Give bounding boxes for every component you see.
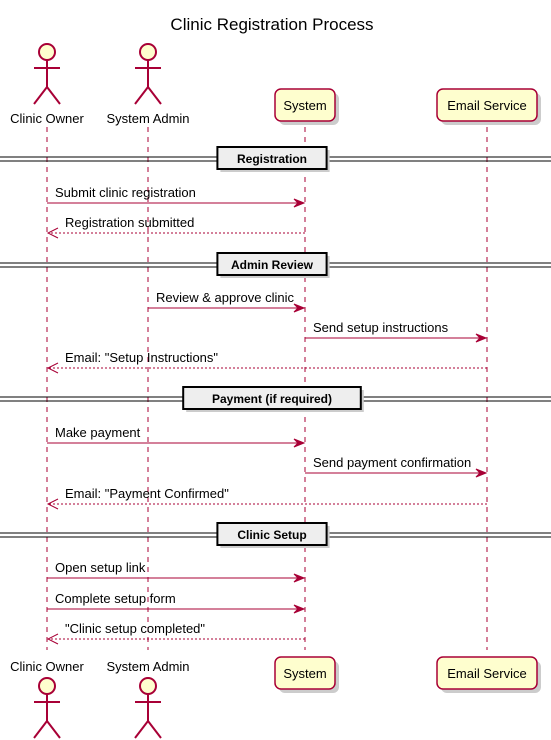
message-3-0: Open setup link: [47, 560, 306, 583]
actor-label-admin-bottom: System Admin: [106, 659, 189, 674]
message-label: Complete setup form: [55, 591, 176, 606]
diagram-title: Clinic Registration Process: [170, 15, 373, 34]
actor-leg-left: [33, 720, 48, 739]
participant-box-email-bottom: [436, 656, 538, 690]
section-label-box: [216, 252, 328, 276]
message-label: Email: "Setup Instructions": [65, 350, 218, 365]
message-3-2: "Clinic setup completed": [46, 621, 305, 645]
participant-box-system-top: [274, 88, 336, 122]
actor-leg-left: [33, 86, 48, 105]
section-label-box: [216, 146, 328, 170]
message-label: Submit clinic registration: [55, 185, 196, 200]
message-label: "Clinic setup completed": [65, 621, 205, 636]
section-label: Registration: [237, 152, 307, 166]
actor-figure-admin-top: [134, 43, 162, 105]
participant-label-system-top: System: [283, 98, 326, 113]
actor-leg-right: [147, 720, 162, 739]
message-1-1: Send setup instructions: [305, 320, 488, 343]
message-arrowhead: [46, 498, 59, 510]
participant-label-email-bottom: Email Service: [447, 666, 526, 681]
message-1-0: Review & approve clinic: [148, 290, 306, 313]
section-label: Admin Review: [231, 258, 314, 272]
actor-head: [38, 677, 56, 695]
message-arrowhead: [293, 303, 306, 313]
section-label: Clinic Setup: [237, 528, 306, 542]
message-2-1: Send payment confirmation: [305, 455, 488, 478]
participant-label-email-top: Email Service: [447, 98, 526, 113]
message-arrowhead: [293, 604, 306, 614]
message-label: Registration submitted: [65, 215, 194, 230]
message-arrowhead: [293, 198, 306, 208]
message-0-0: Submit clinic registration: [47, 185, 306, 208]
message-arrowhead: [46, 633, 59, 645]
message-label: Make payment: [55, 425, 141, 440]
message-label: Send setup instructions: [313, 320, 449, 335]
message-arrowhead: [475, 333, 488, 343]
actor-figure-admin-bottom: [134, 677, 162, 739]
message-label: Email: "Payment Confirmed": [65, 486, 229, 501]
actor-head: [139, 677, 157, 695]
actor-label-owner-bottom: Clinic Owner: [10, 659, 84, 674]
message-2-0: Make payment: [47, 425, 306, 448]
message-arrowhead: [293, 573, 306, 583]
participant-label-system-bottom: System: [283, 666, 326, 681]
message-2-2: Email: "Payment Confirmed": [46, 486, 487, 510]
actor-head: [139, 43, 157, 61]
message-0-1: Registration submitted: [46, 215, 305, 239]
message-arrowhead: [475, 468, 488, 478]
message-3-1: Complete setup form: [47, 591, 306, 614]
message-label: Review & approve clinic: [156, 290, 295, 305]
actor-leg-right: [147, 86, 162, 105]
participant-box-email-top: [436, 88, 538, 122]
actor-figure-owner-top: [33, 43, 61, 105]
actor-leg-right: [46, 720, 61, 739]
actor-label-admin-top: System Admin: [106, 111, 189, 126]
section-label-box: [182, 386, 362, 410]
message-label: Open setup link: [55, 560, 146, 575]
section-label: Payment (if required): [212, 392, 332, 406]
actor-leg-left: [134, 86, 149, 105]
message-arrowhead: [293, 438, 306, 448]
actor-figure-owner-bottom: [33, 677, 61, 739]
actor-leg-right: [46, 86, 61, 105]
actor-leg-left: [134, 720, 149, 739]
message-1-2: Email: "Setup Instructions": [46, 350, 487, 374]
message-arrowhead: [46, 227, 59, 239]
actor-label-owner-top: Clinic Owner: [10, 111, 84, 126]
message-arrowhead: [46, 362, 59, 374]
section-label-box: [216, 522, 328, 546]
participant-box-system-bottom: [274, 656, 336, 690]
actor-head: [38, 43, 56, 61]
message-label: Send payment confirmation: [313, 455, 471, 470]
